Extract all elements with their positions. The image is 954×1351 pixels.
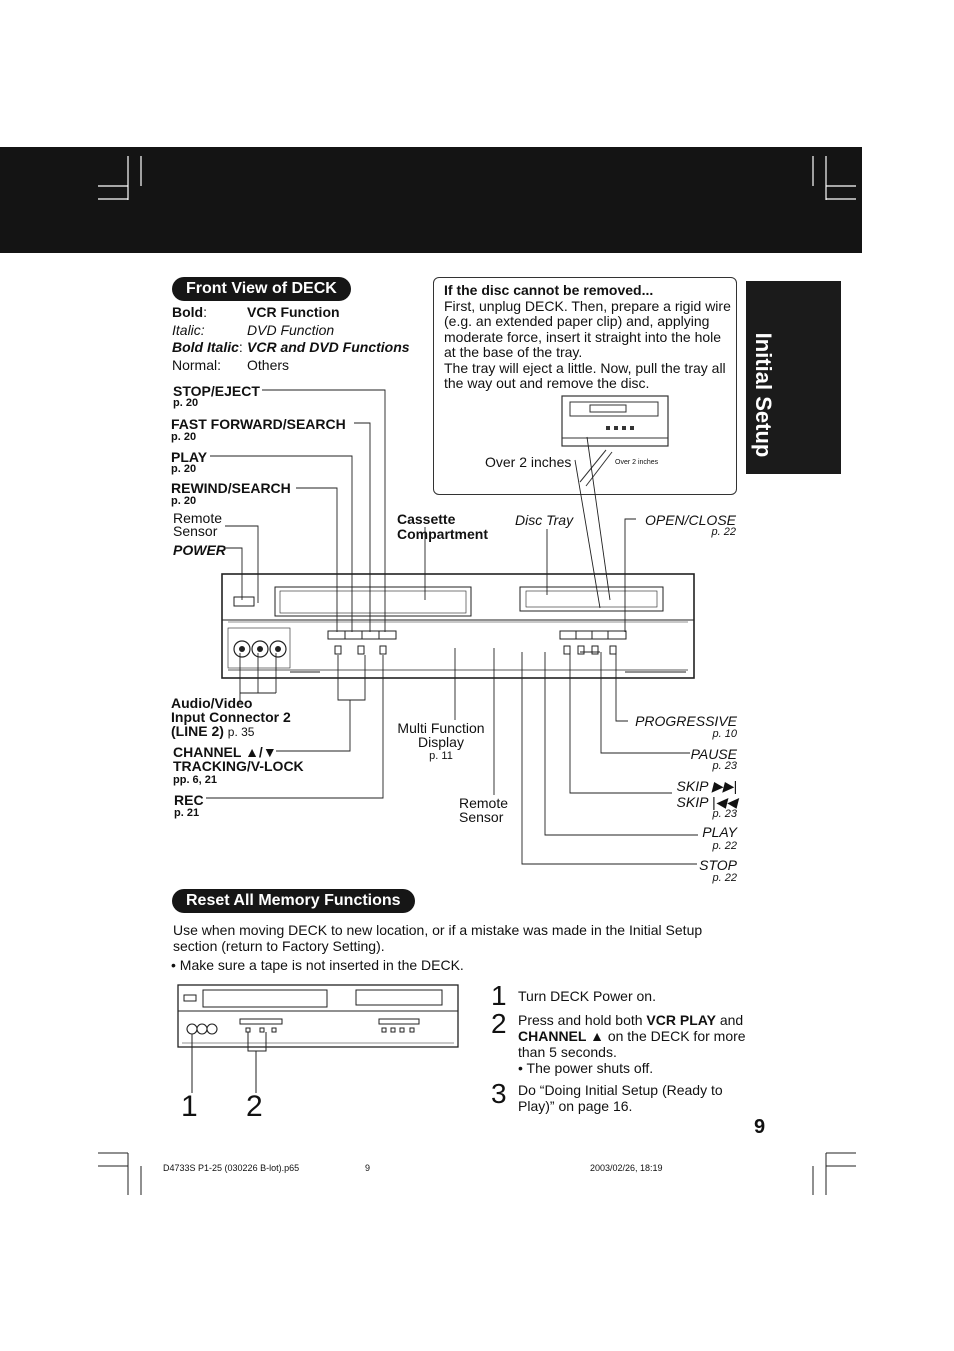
footer-file: D4733S P1-25 (030226 B-lot).p65 xyxy=(163,1163,300,1173)
step-3-text: Do “Doing Initial Setup (Ready to Play)”… xyxy=(518,1082,723,1114)
page-pause: p. 23 xyxy=(712,760,737,772)
over-label-small: Over 2 inches xyxy=(615,459,659,466)
label-rec: REC xyxy=(174,792,204,808)
label-remote-sensor-left: Remote Sensor xyxy=(173,510,223,539)
page-fast-forward: p. 20 xyxy=(171,431,197,443)
disc-note-body1: First, unplug DECK. Then, prepare a rigi… xyxy=(444,297,731,360)
label-cassette: Cassette Compartment xyxy=(397,511,489,542)
footer-page: 9 xyxy=(365,1163,371,1173)
legend-row-normal: Normal: xyxy=(172,356,222,373)
step-2-text: Press and hold both VCR PLAY and CHANNEL… xyxy=(518,1012,746,1076)
legend-value-bolditalic: VCR and DVD Functions xyxy=(247,339,410,355)
step-2-number: 2 xyxy=(491,1008,507,1039)
reset-bullet: • Make sure a tape is not inserted in th… xyxy=(171,957,464,973)
crop-marks-bottom xyxy=(98,1152,856,1195)
label-play-vcr: PLAY xyxy=(171,449,208,465)
front-view-heading: Front View of DECK xyxy=(172,277,351,301)
page-rec: p. 21 xyxy=(174,807,200,819)
step-1-text: Turn DECK Power on. xyxy=(518,988,656,1004)
label-play-dvd: PLAY xyxy=(702,824,737,840)
label-stop-eject: STOP/EJECT xyxy=(173,383,260,399)
header-band xyxy=(0,147,862,253)
step-3-number: 3 xyxy=(491,1078,507,1109)
label-stop-dvd: STOP xyxy=(699,857,737,873)
label-skip-forward: SKIP ▶▶| xyxy=(676,778,737,794)
legend-value-bold: VCR Function xyxy=(247,304,340,320)
page-stop-dvd: p. 22 xyxy=(712,872,737,884)
legend-value-italic: DVD Function xyxy=(247,321,335,338)
step-1-number: 1 xyxy=(491,980,507,1011)
label-av-input: Audio/Video Input Connector 2 (LINE 2) p… xyxy=(171,695,291,739)
legend-values: VCR Function DVD Function VCR and DVD Fu… xyxy=(247,304,410,374)
footer-date: 2003/02/26, 18:19 xyxy=(590,1163,663,1173)
page-play-vcr: p. 20 xyxy=(171,463,197,475)
label-progressive: PROGRESSIVE xyxy=(635,713,737,729)
disc-note-body2: The tray will eject a little. Now, pull … xyxy=(444,359,726,391)
label-power: POWER xyxy=(173,542,226,558)
legend: Bold: Italic: Bold Italic: Normal: xyxy=(172,304,243,374)
label-open-close: OPEN/CLOSE xyxy=(644,512,736,528)
page-skip: p. 23 xyxy=(712,808,737,820)
legend-row-italic: Italic: xyxy=(172,321,205,338)
label-disc-tray: Disc Tray xyxy=(515,512,574,528)
label-skip-back: SKIP |◀◀ xyxy=(676,794,737,810)
label-pause: PAUSE xyxy=(690,746,737,762)
disc-tray-illustration xyxy=(561,395,669,487)
disc-note: If the disc cannot be removed... First, … xyxy=(444,282,732,392)
disc-note-title: If the disc cannot be removed... xyxy=(444,282,654,298)
page-number: 9 xyxy=(754,1116,766,1138)
label-fast-forward: FAST FORWARD/SEARCH xyxy=(171,416,346,432)
reset-heading: Reset All Memory Functions xyxy=(172,889,415,913)
label-remote-sensor-right: Remote Sensor xyxy=(459,795,509,825)
deck-front-panel xyxy=(221,573,695,679)
page-open-close: p. 22 xyxy=(711,526,736,538)
section-tab xyxy=(746,281,841,474)
page-progressive: p. 10 xyxy=(712,728,737,740)
label-multi-function-display: Multi Function Display p. 11 xyxy=(397,720,485,762)
label-rewind: REWIND/SEARCH xyxy=(171,480,291,496)
disc-note-box xyxy=(433,277,737,495)
reset-intro: Use when moving DECK to new location, or… xyxy=(173,922,703,954)
legend-value-normal: Others xyxy=(247,356,290,373)
callout-1: 1 xyxy=(181,1090,198,1123)
page-rewind: p. 20 xyxy=(171,495,197,507)
over-label: Over 2 inches xyxy=(485,454,572,470)
deck-small-illustration xyxy=(177,984,459,1093)
legend-row-bold: Bold: xyxy=(172,304,207,320)
page-play-dvd: p. 22 xyxy=(712,840,737,852)
label-channel: CHANNEL ▲/▼ TRACKING/V-LOCK pp. 6, 21 xyxy=(173,744,304,786)
crop-marks-top xyxy=(98,156,856,200)
legend-row-bolditalic: Bold Italic: xyxy=(172,339,243,355)
callout-2: 2 xyxy=(246,1090,263,1123)
page-stop-eject: p. 20 xyxy=(173,397,199,409)
